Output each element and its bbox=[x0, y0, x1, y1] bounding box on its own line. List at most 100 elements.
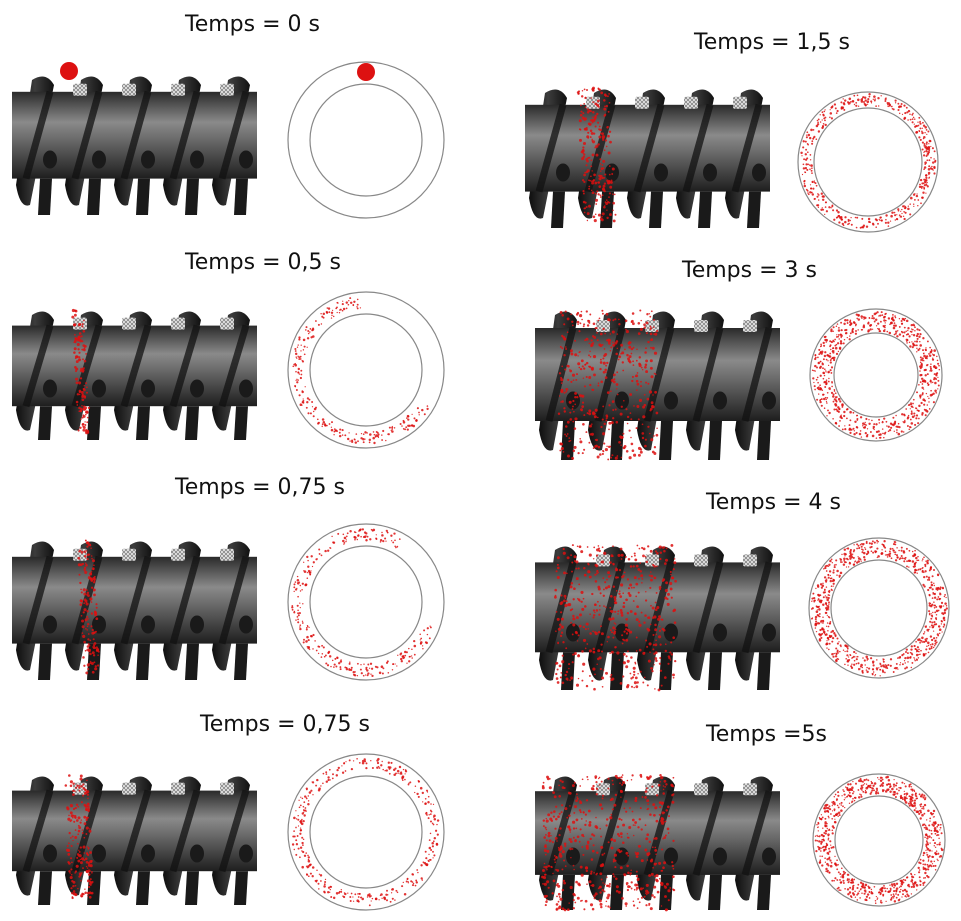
tracer-particle bbox=[95, 646, 99, 649]
tracer-particle bbox=[631, 379, 634, 383]
tracer-particle bbox=[637, 673, 639, 675]
tracer-particle bbox=[630, 418, 633, 421]
tracer-particle bbox=[83, 396, 87, 399]
tracer-particle bbox=[634, 558, 638, 562]
tracer-particle bbox=[832, 358, 836, 362]
tracer-particle bbox=[546, 880, 550, 884]
tracer-particle bbox=[81, 619, 85, 623]
tracer-particle bbox=[646, 799, 650, 803]
tracer-particle bbox=[622, 780, 626, 785]
tracer-particle bbox=[645, 883, 649, 887]
tracer-particle bbox=[872, 669, 874, 671]
tracer-particle bbox=[853, 549, 856, 552]
tracer-particle bbox=[608, 428, 610, 431]
tracer-particle bbox=[653, 372, 656, 375]
tracer-particle bbox=[565, 435, 568, 437]
tracer-particle bbox=[843, 559, 846, 562]
tracer-particle bbox=[936, 633, 939, 636]
tracer-particle bbox=[299, 627, 302, 631]
tracer-particle bbox=[82, 794, 85, 797]
tracer-particle bbox=[656, 605, 660, 610]
tracer-particle bbox=[878, 778, 880, 781]
tracer-particle bbox=[825, 625, 828, 627]
tracer-particle bbox=[851, 330, 854, 334]
tracer-particle bbox=[856, 543, 859, 546]
tracer-particle bbox=[916, 658, 918, 660]
tracer-particle bbox=[856, 417, 859, 421]
tracer-particle bbox=[602, 449, 604, 452]
tracer-particle bbox=[566, 420, 570, 424]
tracer-particle bbox=[612, 209, 614, 212]
tracer-particle bbox=[87, 541, 89, 543]
tracer-particle bbox=[848, 338, 851, 341]
tracer-particle bbox=[79, 581, 82, 585]
tracer-particle bbox=[853, 663, 856, 666]
tracer-particle bbox=[918, 329, 921, 332]
tracer-particle bbox=[849, 653, 851, 656]
tracer-particle bbox=[629, 393, 633, 396]
mesh-element bbox=[743, 320, 757, 332]
tracer-particle bbox=[74, 884, 77, 887]
tracer-particle bbox=[844, 644, 847, 647]
tracer-particle bbox=[605, 199, 608, 201]
screw-shaft bbox=[12, 91, 257, 179]
tracer-particle bbox=[925, 150, 928, 153]
tracer-particle bbox=[574, 805, 577, 809]
tracer-particle bbox=[814, 370, 816, 372]
tracer-particle bbox=[575, 827, 578, 830]
tracer-particle bbox=[923, 188, 925, 190]
tracer-particle bbox=[308, 626, 310, 629]
tracer-particle bbox=[582, 192, 585, 195]
tracer-particle bbox=[587, 319, 591, 323]
tracer-particle bbox=[939, 586, 942, 589]
tracer-particle bbox=[297, 814, 299, 817]
tracer-particle bbox=[354, 441, 358, 444]
tracer-particle bbox=[925, 179, 928, 182]
tracer-particle bbox=[599, 872, 603, 876]
tracer-particle bbox=[84, 599, 88, 603]
tracer-particle bbox=[338, 890, 341, 893]
tracer-particle bbox=[855, 313, 858, 316]
tracer-particle bbox=[651, 667, 653, 669]
tracer-particle bbox=[835, 653, 838, 656]
tracer-particle bbox=[593, 415, 597, 419]
tracer-particle bbox=[816, 119, 819, 122]
tracer-particle bbox=[298, 394, 301, 397]
tracer-particle bbox=[924, 126, 927, 129]
tracer-particle bbox=[656, 552, 659, 555]
tracer-particle bbox=[586, 219, 589, 222]
tracer-particle bbox=[93, 631, 96, 634]
tracer-particle bbox=[657, 617, 661, 621]
tracer-particle bbox=[556, 869, 560, 872]
tracer-particle bbox=[607, 125, 609, 128]
tracer-particle bbox=[822, 208, 825, 211]
tracer-particle bbox=[927, 576, 931, 579]
tracer-particle bbox=[912, 343, 915, 346]
tracer-particle bbox=[638, 818, 642, 821]
tracer-particle bbox=[843, 322, 846, 326]
tracer-particle bbox=[92, 646, 94, 648]
tracer-particle bbox=[659, 551, 663, 555]
tracer-particle bbox=[829, 840, 832, 843]
tracer-particle bbox=[620, 818, 623, 821]
tracer-particle bbox=[312, 335, 315, 338]
tracer-particle bbox=[596, 331, 598, 334]
tracer-particle bbox=[885, 664, 888, 667]
tracer-particle bbox=[93, 593, 96, 597]
tracer-particle bbox=[600, 650, 604, 653]
tracer-particle bbox=[921, 141, 924, 144]
tracer-particle bbox=[87, 885, 91, 889]
tracer-particle bbox=[311, 328, 315, 331]
tracer-particle bbox=[612, 409, 615, 411]
tracer-particle bbox=[662, 792, 665, 795]
tracer-particle bbox=[85, 382, 88, 385]
tracer-particle bbox=[401, 655, 404, 658]
tracer-particle bbox=[582, 835, 585, 838]
tracer-particle bbox=[820, 818, 823, 820]
tracer-particle bbox=[84, 395, 86, 397]
tracer-particle bbox=[880, 95, 882, 97]
tracer-particle bbox=[596, 112, 599, 116]
tracer-particle bbox=[927, 152, 929, 155]
tracer-particle bbox=[828, 563, 831, 566]
tracer-particle bbox=[554, 588, 557, 592]
